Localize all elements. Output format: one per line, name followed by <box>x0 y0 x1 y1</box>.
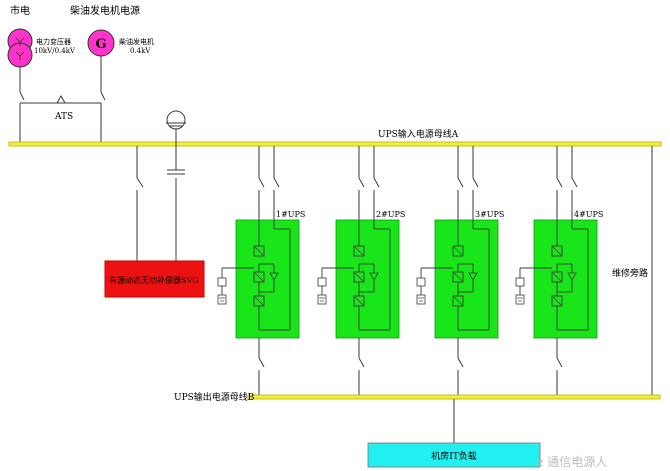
ups-label: 3#UPS <box>475 210 504 219</box>
svg-feeder-lines <box>136 128 177 261</box>
static-switch-icon <box>269 272 279 281</box>
transformer-label: 电力变压器 <box>36 37 71 46</box>
ups-units: 1#UPS 2#UPS 3#UPS 4#UPS <box>217 146 603 395</box>
generator-symbol: G <box>95 37 106 52</box>
battery-breaker-icon <box>416 277 426 287</box>
battery-icon <box>515 294 525 305</box>
ups-label: 1#UPS <box>276 210 305 219</box>
ups-body <box>335 219 400 339</box>
it-load-box <box>367 442 541 468</box>
capacitor-icon <box>166 110 186 175</box>
watermark-text: e 通信电源人 <box>536 455 607 469</box>
ups-body <box>235 219 300 339</box>
svg-compensator-box <box>104 260 205 298</box>
diesel-source-label: 柴油发电机电源 <box>70 4 140 17</box>
utility-label: 市电 <box>10 4 30 17</box>
transformer-icon <box>7 28 33 68</box>
ups-unit-4: 4#UPS <box>515 146 603 395</box>
ats-switch-group <box>19 56 106 143</box>
bus-b-label: UPS输出电源母线B <box>174 391 255 403</box>
bus-a-bar <box>8 141 662 147</box>
battery-icon <box>416 294 426 305</box>
transformer-rating: 10kV/0.4kV <box>34 47 76 55</box>
generator-label: 柴油发电机 <box>119 37 154 46</box>
static-switch-icon <box>369 272 379 281</box>
static-switch-icon <box>567 272 577 281</box>
static-switch-icon <box>468 272 478 281</box>
ups-body <box>533 219 598 339</box>
bypass-label: 维修旁路 <box>612 267 648 279</box>
bus-a-label: UPS输入电源母线A <box>378 128 459 140</box>
battery-breaker-icon <box>217 277 227 287</box>
generator-rating: 0.4kV <box>130 47 151 55</box>
bus-b-bar <box>247 394 661 400</box>
battery-breaker-icon <box>515 277 525 287</box>
ups-label: 2#UPS <box>376 210 405 219</box>
ups-label: 4#UPS <box>574 210 603 219</box>
ups-unit-1: 1#UPS <box>217 146 305 395</box>
svg-compensator-label: 有源动态无功补偿器SVG <box>109 275 199 285</box>
ups-unit-2: 2#UPS <box>317 146 405 395</box>
ups-body <box>434 219 499 339</box>
battery-icon <box>217 294 227 305</box>
ups-unit-3: 3#UPS <box>416 146 504 395</box>
battery-icon <box>317 294 327 305</box>
it-load-label: 机房IT负载 <box>431 450 477 462</box>
ats-label: ATS <box>54 112 73 122</box>
battery-breaker-icon <box>317 277 327 287</box>
